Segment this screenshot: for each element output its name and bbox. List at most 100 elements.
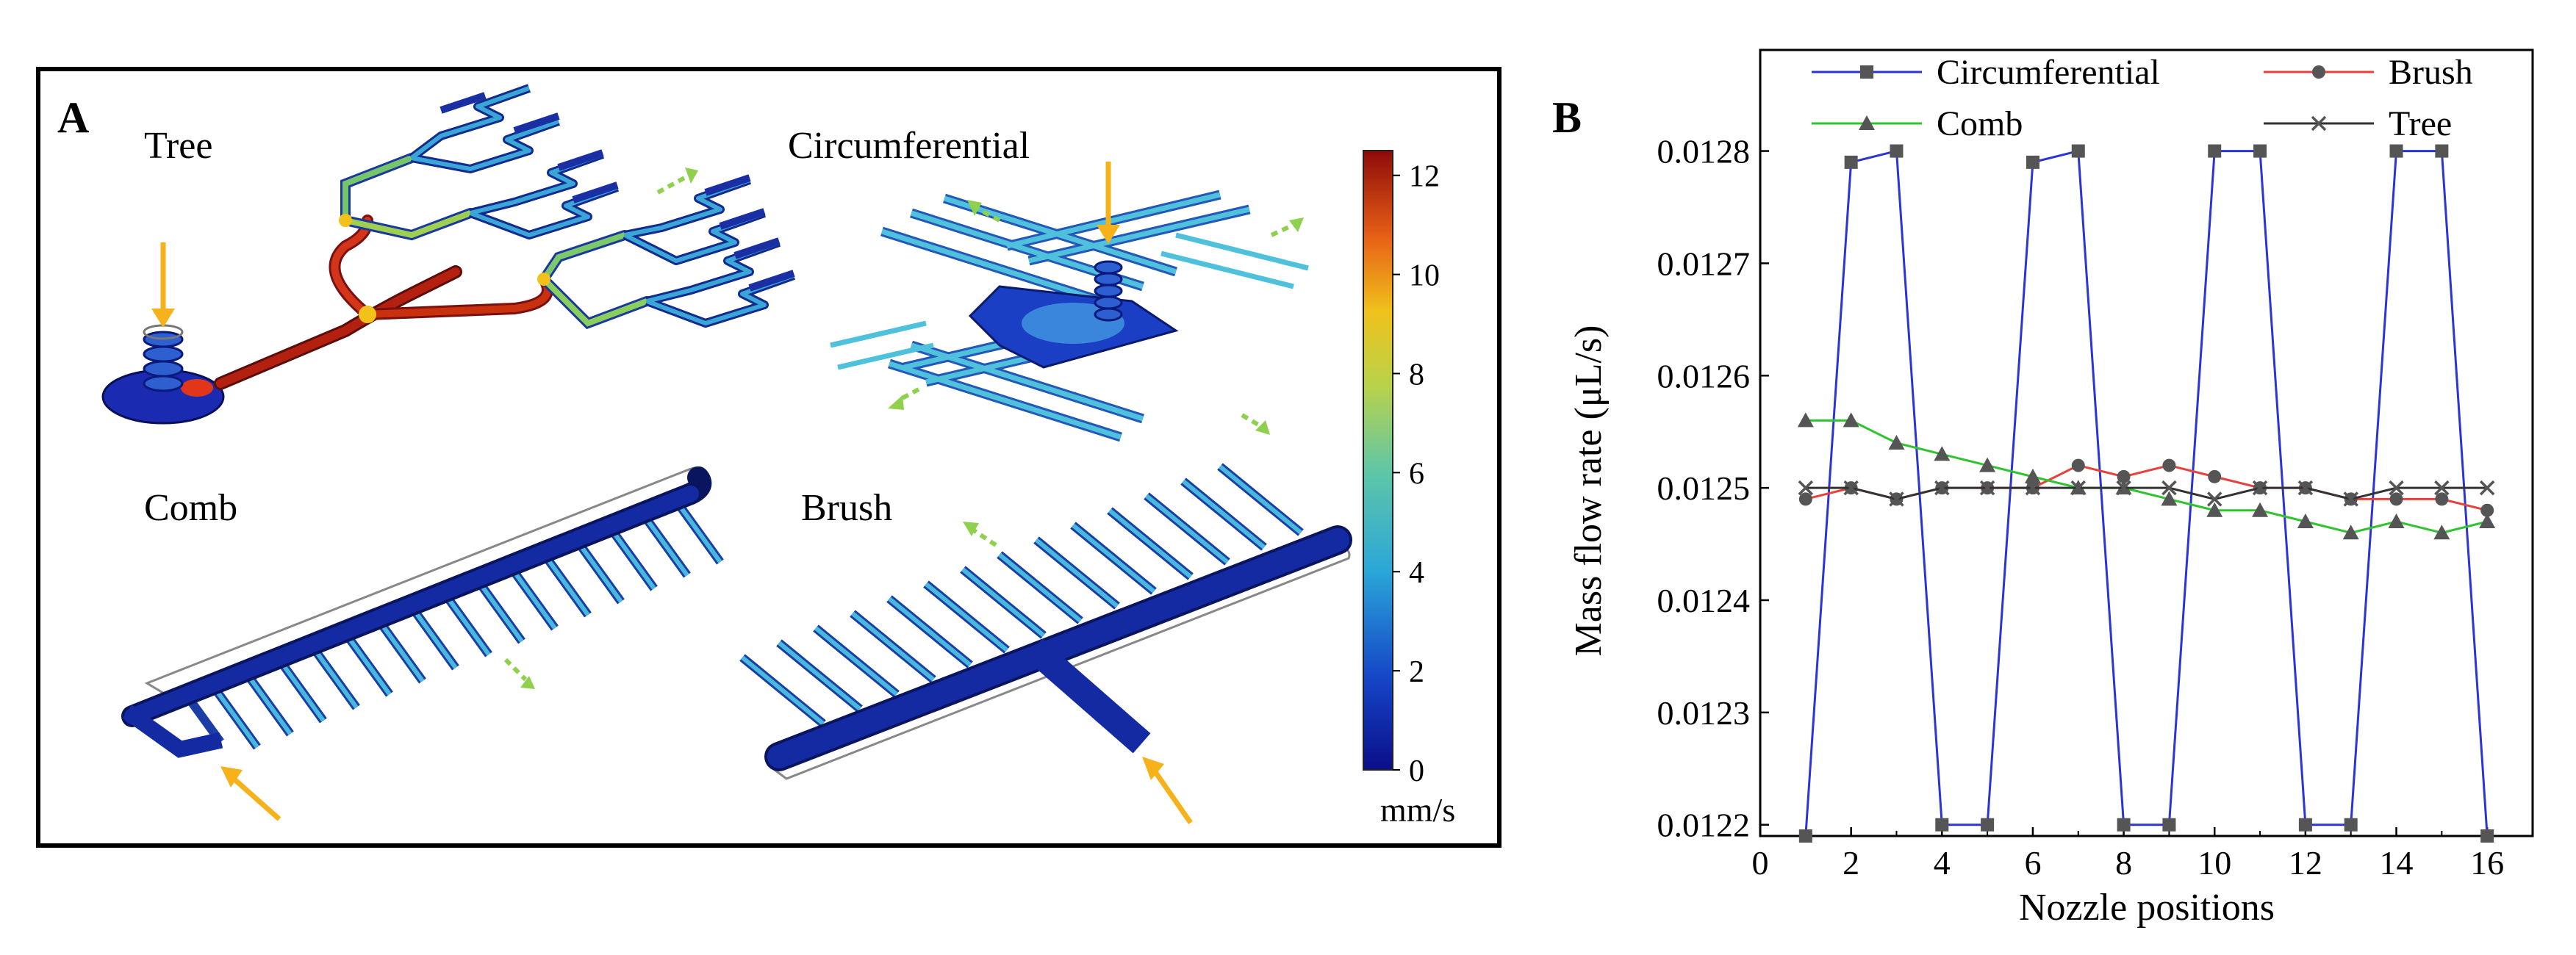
data-point-tree bbox=[2025, 480, 2041, 496]
colorbar-tick-label: 0 bbox=[1409, 754, 1424, 788]
tree-level-2 bbox=[339, 153, 652, 330]
data-point-comb bbox=[2479, 513, 2496, 528]
data-point-comb bbox=[1934, 446, 1951, 461]
data-point-circumferential bbox=[1981, 818, 1995, 832]
y-tick-label: 0.0127 bbox=[1657, 245, 1751, 282]
colorbar-tick-label: 12 bbox=[1409, 160, 1440, 194]
data-point-brush bbox=[2071, 458, 2085, 472]
colorbar-tick-label: 2 bbox=[1409, 655, 1424, 689]
comb-inlet-arrow bbox=[220, 766, 281, 821]
comb-label: Comb bbox=[144, 487, 237, 529]
circ-inlet-arrow bbox=[1097, 162, 1120, 244]
y-tick-label: 0.0125 bbox=[1657, 469, 1751, 507]
x-tick-label: 2 bbox=[1843, 844, 1859, 882]
data-point-tree bbox=[2389, 480, 2404, 496]
data-point-circumferential bbox=[2435, 144, 2449, 158]
panel-b: B Mass flow rate (μL/s) Nozzle positions… bbox=[1552, 48, 2534, 929]
data-point-tree bbox=[1798, 480, 1814, 496]
plot-frame bbox=[1759, 48, 2534, 837]
data-point-tree bbox=[1979, 480, 1995, 496]
circumferential-label: Circumferential bbox=[788, 125, 1030, 167]
data-point-tree bbox=[2116, 480, 2131, 496]
x-tick-label: 16 bbox=[2470, 844, 2504, 882]
data-point-tree bbox=[2252, 480, 2268, 496]
y-axis-ticks: 0.01220.01230.01240.01250.01260.01270.01… bbox=[1657, 133, 1769, 844]
data-point-circumferential bbox=[1890, 144, 1904, 158]
legend-marker-circumferential bbox=[1860, 65, 1873, 79]
data-point-brush bbox=[2389, 492, 2403, 506]
data-point-circumferential bbox=[1935, 818, 1949, 832]
data-point-comb bbox=[2433, 525, 2450, 540]
tree-outlet-arrow bbox=[656, 167, 698, 195]
data-point-brush bbox=[2480, 503, 2494, 517]
data-point-comb bbox=[2161, 491, 2178, 506]
data-point-circumferential bbox=[2480, 829, 2494, 843]
data-point-comb bbox=[2342, 525, 2359, 540]
brush-stem bbox=[1025, 638, 1151, 754]
colorbar-tick-label: 6 bbox=[1409, 457, 1424, 491]
brush-label: Brush bbox=[801, 487, 892, 529]
x-axis-label: Nozzle positions bbox=[2019, 887, 2275, 929]
x-tick-label: 4 bbox=[1934, 844, 1951, 882]
x-tick-label: 0 bbox=[1752, 844, 1769, 882]
data-point-comb bbox=[2297, 513, 2314, 528]
comb-inlet-leg bbox=[122, 704, 223, 758]
data-point-circumferential bbox=[2117, 818, 2131, 832]
data-point-tree bbox=[2479, 480, 2495, 496]
data-point-tree bbox=[1889, 491, 1904, 507]
y-tick-label: 0.0126 bbox=[1657, 357, 1751, 394]
data-point-circumferential bbox=[2071, 144, 2085, 158]
data-point-circumferential bbox=[2298, 818, 2312, 832]
data-point-circumferential bbox=[2026, 155, 2039, 169]
brush-outlet-arrow bbox=[963, 522, 997, 547]
legend-marker-tree bbox=[2311, 115, 2327, 131]
brush-inlet-arrow bbox=[1142, 757, 1193, 824]
y-tick-label: 0.0122 bbox=[1657, 807, 1751, 844]
legend-marker-comb bbox=[1859, 115, 1875, 130]
data-point-tree bbox=[1843, 480, 1859, 496]
data-point-comb bbox=[2024, 468, 2041, 483]
tree-inlet-arrow bbox=[151, 242, 175, 328]
data-point-circumferential bbox=[2253, 144, 2267, 158]
series-circumferential bbox=[1798, 144, 2494, 843]
data-point-tree bbox=[1934, 480, 1950, 496]
data-point-circumferential bbox=[2389, 144, 2403, 158]
brush-network: Brush bbox=[739, 463, 1352, 824]
legend-label-brush: Brush bbox=[2389, 53, 2473, 92]
comb-outlet-arrow bbox=[503, 657, 535, 689]
data-point-brush bbox=[2162, 458, 2176, 472]
legend-label-circumferential: Circumferential bbox=[1937, 53, 2160, 92]
data-point-comb bbox=[1797, 412, 1814, 428]
legend-label-comb: Comb bbox=[1937, 104, 2023, 143]
data-point-brush bbox=[2435, 492, 2449, 506]
panel-b-label: B bbox=[1552, 93, 1582, 142]
x-tick-label: 8 bbox=[2115, 844, 2132, 882]
legend-label-tree: Tree bbox=[2389, 104, 2452, 143]
y-tick-label: 0.0124 bbox=[1657, 582, 1751, 619]
x-tick-label: 6 bbox=[2024, 844, 2041, 882]
colorbar-unit: mm/s bbox=[1380, 791, 1455, 829]
panel-a: A Tree bbox=[36, 67, 1502, 848]
tree-inlet-hotspot bbox=[181, 379, 213, 397]
data-point-comb bbox=[1888, 435, 1905, 450]
data-point-tree bbox=[2297, 480, 2314, 496]
x-tick-label: 12 bbox=[2289, 844, 2322, 882]
data-point-circumferential bbox=[2162, 818, 2176, 832]
colorbar-tick-label: 8 bbox=[1409, 358, 1424, 392]
colorbar-gradient bbox=[1363, 150, 1393, 771]
x-tick-label: 14 bbox=[2380, 844, 2414, 882]
series-tree bbox=[1798, 480, 2495, 507]
data-point-tree bbox=[2343, 491, 2358, 507]
comb-network: Comb bbox=[121, 466, 724, 821]
data-point-circumferential bbox=[2344, 818, 2358, 832]
legend-marker-brush bbox=[2312, 65, 2325, 79]
data-point-comb bbox=[1843, 412, 1859, 428]
y-axis-label: Mass flow rate (μL/s) bbox=[1568, 325, 1610, 657]
tree-outlets bbox=[409, 84, 796, 328]
data-point-comb bbox=[2206, 502, 2223, 517]
colorbar-tick-label: 10 bbox=[1409, 259, 1440, 293]
data-point-tree bbox=[2161, 480, 2177, 496]
series-layer bbox=[1797, 144, 2496, 843]
